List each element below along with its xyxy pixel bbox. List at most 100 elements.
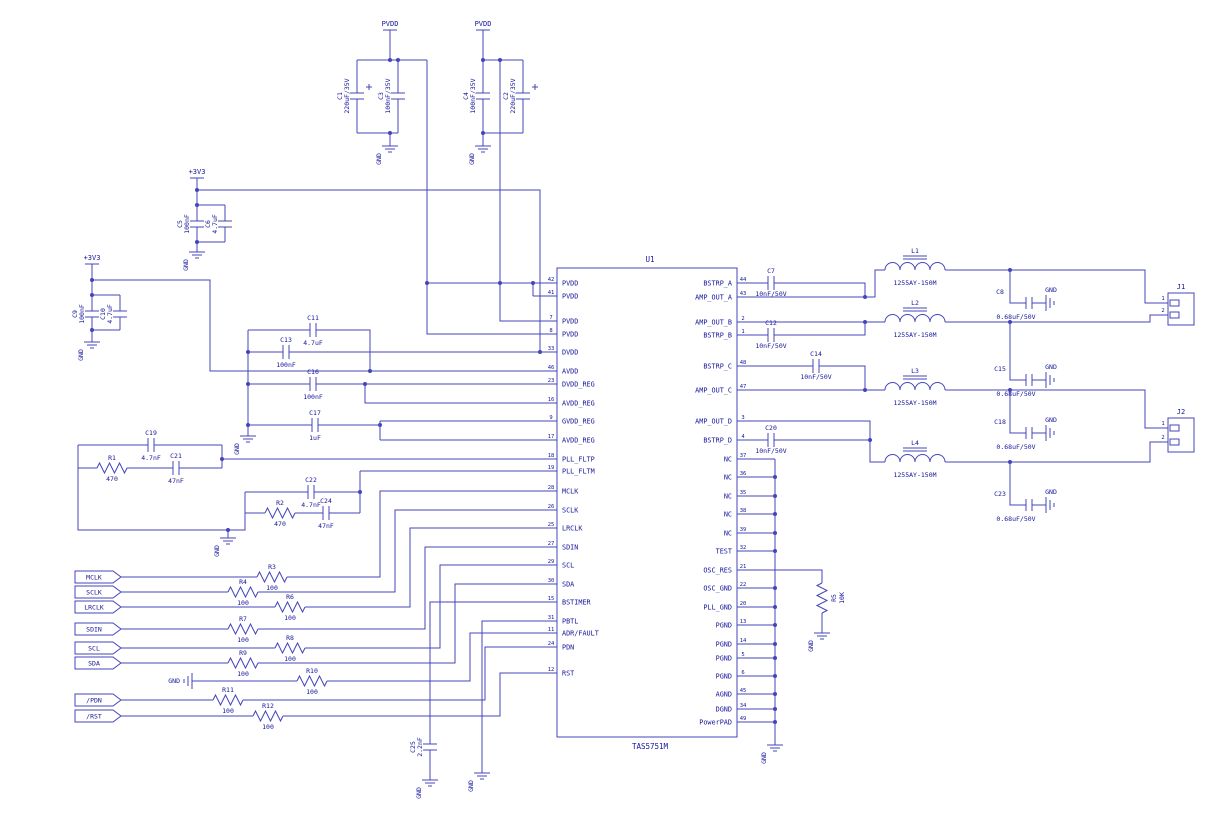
pin-number: 41 [548,290,555,296]
value-label: 100 [284,655,296,663]
pin-number: 16 [548,397,555,403]
junction-dot [773,531,777,535]
net-flag-SDIN[interactable]: SDIN [74,622,122,636]
net-flag-LRCLK[interactable]: LRCLK [74,600,122,614]
net-flag-MCLK[interactable]: MCLK [74,570,122,584]
net-flag-SCL[interactable]: SCL [74,641,122,655]
pin-name: AMP_OUT_A [695,294,732,302]
junction-dot [481,58,485,62]
net-flag-SCLK[interactable]: SCLK [74,585,122,599]
net-label: SDIN [86,626,102,634]
pin-name: NC [724,511,732,519]
ref-label: R4 [239,578,247,586]
pin-number: 49 [740,716,747,722]
value-label: 0.68uF/50V [996,390,1035,398]
value-label: 100 [306,688,318,696]
connector-pin [1169,311,1180,319]
junction-dot [773,475,777,479]
pin-number: 42 [548,277,555,283]
ref-label: L2 [911,299,919,307]
pin-name: DVDD_REG [562,381,595,389]
resistor[interactable]: R4 100 [227,578,259,607]
inductor-body [884,262,946,271]
power-net-label: PVDD [382,20,399,28]
value-label: 100 [222,707,234,715]
ref-label: C18 [994,418,1006,426]
gnd-symbol: GND [233,435,256,455]
gnd-symbol: GND [1045,286,1057,311]
gnd-symbol: GND [77,341,100,361]
net-flag-/RST[interactable]: /RST [74,709,122,723]
gnd-label: GND [233,443,241,455]
wire [287,490,545,578]
ref-label: C10 [99,308,107,320]
junction-dot [195,188,199,192]
gnd-label: GND [467,780,475,792]
resistor-body [264,506,296,520]
net-flag-SDA[interactable]: SDA [74,656,122,670]
net-flag-/PDN[interactable]: /PDN [74,693,122,707]
ref-label: C16 [307,368,319,376]
ref-label: R12 [262,702,274,710]
ref-label: J2 [1177,408,1185,416]
gnd-label: GND [213,545,221,557]
wire [749,420,885,463]
pin-name: RST [562,670,574,678]
ic-body [556,267,738,738]
junction-dot [498,58,502,62]
wire [945,314,1160,323]
pin-name: PGND [716,622,732,630]
pin-name: AGND [716,691,732,699]
value-label: 100 [237,599,249,607]
